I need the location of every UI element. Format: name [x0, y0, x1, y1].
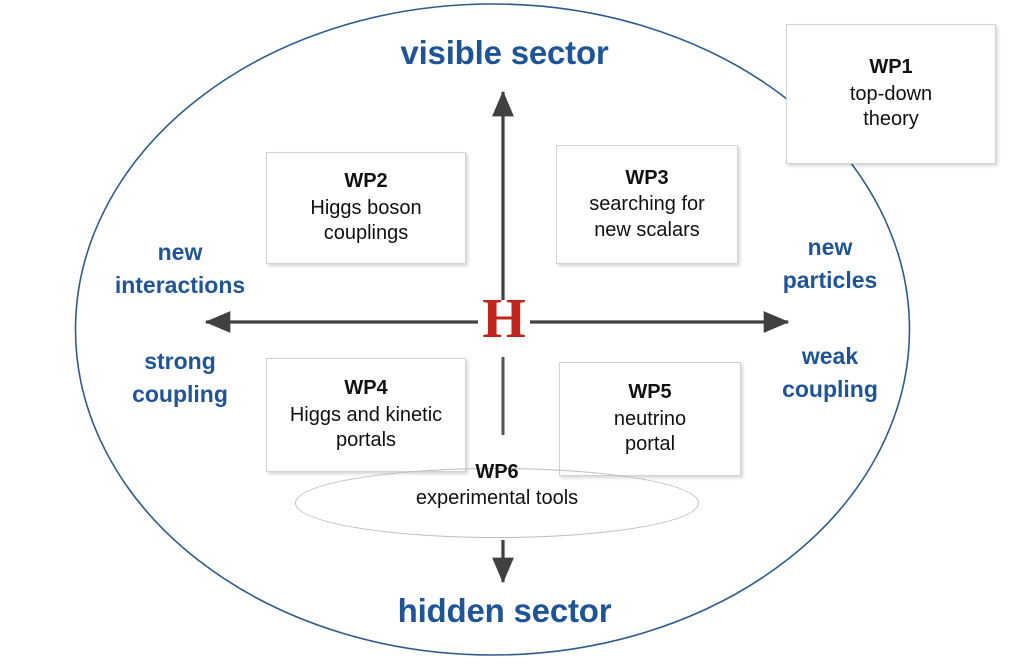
wp2-desc-line2: couplings	[323, 222, 409, 245]
wp4-box[interactable]: WP4 Higgs and kinetic portals	[266, 358, 466, 472]
label-new-particles-line2: particles	[782, 266, 878, 293]
wp5-desc-line2: portal	[624, 433, 676, 456]
wp1-box[interactable]: WP1 top-down theory	[786, 24, 996, 164]
wp6-ellipse[interactable]	[295, 468, 699, 538]
wp3-desc-line2: new scalars	[594, 218, 700, 241]
wp2-desc-line1: Higgs boson	[310, 196, 422, 219]
wp3-title: WP3	[625, 166, 669, 189]
label-new-interactions-line1: new	[157, 239, 203, 265]
label-new-interactions-line2: interactions	[114, 271, 246, 298]
wp5-desc-line1: neutrino	[613, 407, 687, 430]
label-strong-coupling-line1: strong	[144, 348, 216, 374]
wp1-desc-line2: theory	[863, 108, 919, 131]
wp5-title: WP5	[628, 381, 672, 404]
label-new-particles-line1: new	[807, 234, 853, 260]
label-strong-coupling-line2: coupling	[132, 380, 228, 407]
wp2-title: WP2	[344, 170, 388, 193]
wp3-desc-line1: searching for	[589, 193, 705, 216]
wp2-box[interactable]: WP2 Higgs boson couplings	[266, 152, 466, 264]
label-new-particles: new particles	[730, 231, 930, 296]
wp1-title: WP1	[869, 56, 913, 79]
wp3-box[interactable]: WP3 searching for new scalars	[556, 145, 738, 264]
label-weak-coupling-line1: weak	[801, 343, 859, 369]
wp4-title: WP4	[344, 377, 388, 400]
label-visible-sector: visible sector	[400, 34, 609, 71]
label-strong-coupling: strong coupling	[80, 345, 280, 410]
wp4-desc-line2: portals	[335, 429, 397, 452]
center-higgs-symbol: H	[482, 288, 526, 350]
label-weak-coupling: weak coupling	[730, 340, 930, 405]
wp1-desc-line1: top-down	[849, 82, 933, 105]
ellipse-boundary-icon	[74, 3, 911, 656]
label-new-interactions: new interactions	[80, 236, 280, 301]
wp5-box[interactable]: WP5 neutrino portal	[559, 362, 741, 476]
label-hidden-sector: hidden sector	[397, 592, 612, 629]
label-weak-coupling-line2: coupling	[782, 375, 878, 402]
wp4-desc-line1: Higgs and kinetic	[289, 403, 443, 426]
